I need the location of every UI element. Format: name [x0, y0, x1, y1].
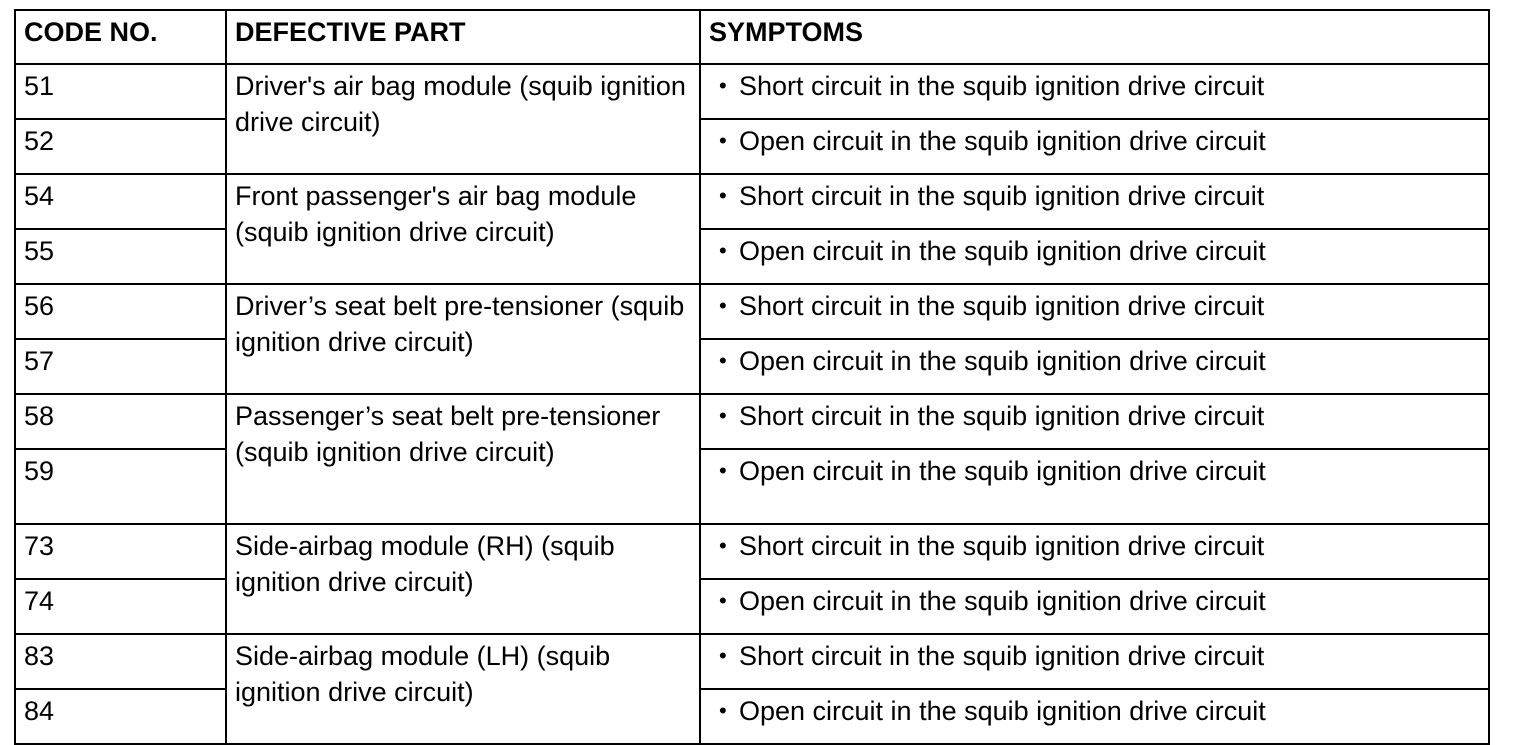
code-cell: 84: [14, 688, 227, 745]
symptom-text: Short circuit in the squib ignition driv…: [739, 641, 1265, 671]
table-row: 55 • Open circuit in the squib ignition d…: [14, 228, 1490, 285]
symptom-cell: • Short circuit in the squib ignition dri…: [699, 283, 1490, 340]
bullet-icon: •: [719, 73, 727, 98]
code-cell: 83: [14, 633, 227, 690]
table-row: 54 Front passenger's air bag module (squ…: [14, 173, 1490, 285]
code-cell: 54: [14, 173, 227, 230]
header-defective-part: DEFECTIVE PART: [225, 9, 701, 65]
defective-part-cell: Side-airbag module (LH) (squib ignition …: [225, 633, 701, 745]
symptom-cell: • Short circuit in the squib ignition dri…: [699, 393, 1490, 450]
defective-part-cell: Front passenger's air bag module (squib …: [225, 173, 701, 285]
symptom-cell: • Short circuit in the squib ignition dri…: [699, 173, 1490, 230]
symptom-cell: • Open circuit in the squib ignition driv…: [699, 338, 1490, 395]
code-cell: 58: [14, 393, 227, 450]
table-row: 52 • Open circuit in the squib ignition d…: [14, 118, 1490, 175]
header-code-no: CODE NO.: [14, 9, 227, 65]
table-row: 57 • Open circuit in the squib ignition d…: [14, 338, 1490, 395]
bullet-icon: •: [719, 403, 727, 428]
symptom-text: Short circuit in the squib ignition driv…: [739, 181, 1265, 211]
symptom-text: Short circuit in the squib ignition driv…: [739, 71, 1265, 101]
table-row: 74 • Open circuit in the squib ignition d…: [14, 578, 1490, 635]
code-cell: 56: [14, 283, 227, 340]
symptom-text: Open circuit in the squib ignition drive…: [739, 456, 1266, 486]
symptom-text: Open circuit in the squib ignition drive…: [739, 586, 1266, 616]
header-row: CODE NO. DEFECTIVE PART SYMPTOMS: [14, 9, 1490, 65]
symptom-text: Open circuit in the squib ignition drive…: [739, 346, 1266, 376]
bullet-icon: •: [719, 458, 727, 483]
defective-part-cell: Driver's air bag module (squib ignition …: [225, 63, 701, 175]
symptom-cell: • Open circuit in the squib ignition driv…: [699, 578, 1490, 635]
code-cell: 51: [14, 63, 227, 120]
defective-part-cell: Driver’s seat belt pre-tensioner (squib …: [225, 283, 701, 395]
symptom-cell: • Open circuit in the squib ignition driv…: [699, 228, 1490, 285]
code-cell: 55: [14, 228, 227, 285]
table-row: 56 Driver’s seat belt pre-tensioner (squ…: [14, 283, 1490, 395]
table-row: 58 Passenger’s seat belt pre-tensioner (…: [14, 393, 1490, 525]
table-row: 73 Side-airbag module (RH) (squib igniti…: [14, 523, 1490, 635]
code-cell: 74: [14, 578, 227, 635]
symptom-cell: • Open circuit in the squib ignition driv…: [699, 448, 1490, 525]
bullet-icon: •: [719, 293, 727, 318]
bullet-icon: •: [719, 128, 727, 153]
symptom-text: Short circuit in the squib ignition driv…: [739, 401, 1265, 431]
diagnostic-code-table: CODE NO. DEFECTIVE PART SYMPTOMS 51 Driv…: [14, 9, 1490, 745]
defective-part-cell: Passenger’s seat belt pre-tensioner (squ…: [225, 393, 701, 525]
symptom-cell: • Open circuit in the squib ignition driv…: [699, 688, 1490, 745]
symptom-cell: • Short circuit in the squib ignition dri…: [699, 633, 1490, 690]
bullet-icon: •: [719, 643, 727, 668]
bullet-icon: •: [719, 348, 727, 373]
symptom-cell: • Short circuit in the squib ignition dri…: [699, 523, 1490, 580]
symptom-cell: • Open circuit in the squib ignition driv…: [699, 118, 1490, 175]
table-header: CODE NO. DEFECTIVE PART SYMPTOMS: [14, 9, 1490, 65]
document-page: CODE NO. DEFECTIVE PART SYMPTOMS 51 Driv…: [14, 9, 1490, 745]
symptom-text: Short circuit in the squib ignition driv…: [739, 291, 1265, 321]
symptom-text: Short circuit in the squib ignition driv…: [739, 531, 1265, 561]
symptom-text: Open circuit in the squib ignition drive…: [739, 236, 1266, 266]
bullet-icon: •: [719, 698, 727, 723]
table-body: 51 Driver's air bag module (squib igniti…: [14, 63, 1490, 745]
bullet-icon: •: [719, 183, 727, 208]
table-row: 51 Driver's air bag module (squib igniti…: [14, 63, 1490, 175]
header-symptoms: SYMPTOMS: [699, 9, 1490, 65]
code-cell: 59: [14, 448, 227, 525]
symptom-text: Open circuit in the squib ignition drive…: [739, 126, 1266, 156]
symptom-text: Open circuit in the squib ignition drive…: [739, 696, 1266, 726]
table-row: 59 • Open circuit in the squib ignition d…: [14, 448, 1490, 525]
code-cell: 73: [14, 523, 227, 580]
bullet-icon: •: [719, 588, 727, 613]
code-cell: 57: [14, 338, 227, 395]
bullet-icon: •: [719, 238, 727, 263]
defective-part-cell: Side-airbag module (RH) (squib ignition …: [225, 523, 701, 635]
bullet-icon: •: [719, 533, 727, 558]
table-row: 83 Side-airbag module (LH) (squib igniti…: [14, 633, 1490, 745]
symptom-cell: • Short circuit in the squib ignition dri…: [699, 63, 1490, 120]
code-cell: 52: [14, 118, 227, 175]
